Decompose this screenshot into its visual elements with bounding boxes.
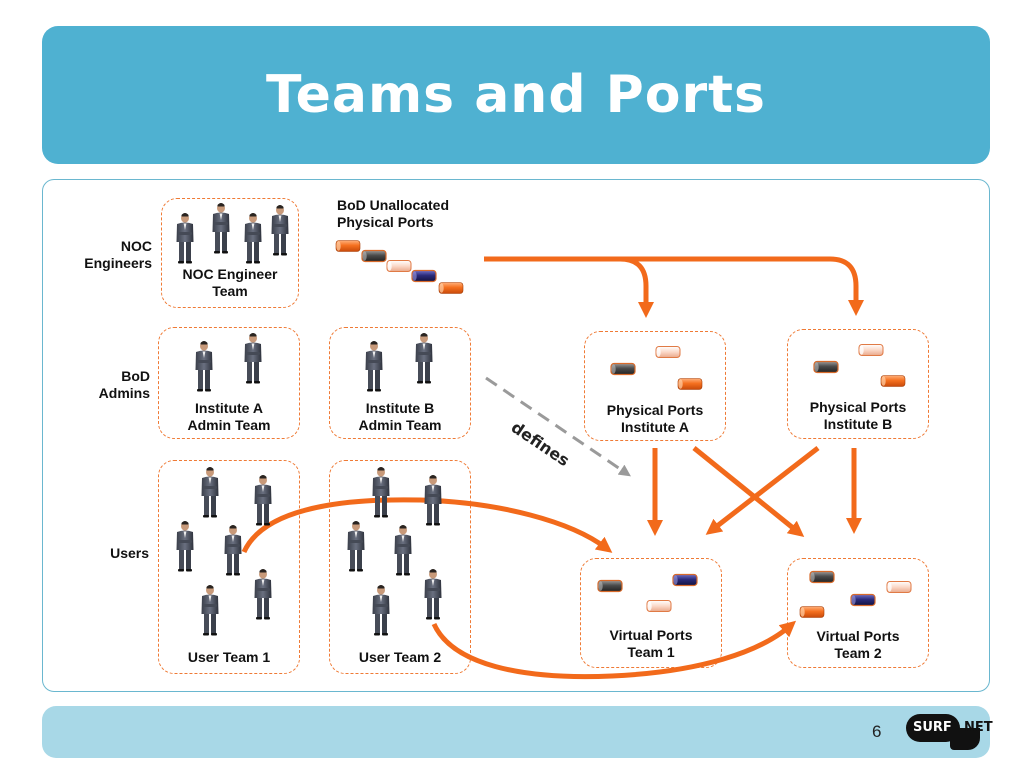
person-in-suit-icon (201, 585, 219, 636)
user-team-2-label: User Team 2 (358, 649, 442, 665)
person-in-suit-icon (394, 525, 412, 576)
port-cylinder-icon (672, 573, 698, 587)
institute-a-admin-team-label: Institute A Admin Team (187, 400, 271, 433)
physical-ports-institute-a-ports (610, 346, 703, 390)
port-cylinder-icon (799, 606, 825, 618)
person-in-suit-icon (365, 341, 383, 392)
user-team-1-label: User Team 1 (187, 649, 271, 665)
port-cylinder-icon (438, 282, 464, 294)
person-in-suit-icon (271, 205, 289, 256)
institute-b-admin-team-label: Institute B Admin Team (358, 400, 442, 433)
person-in-suit-icon (424, 475, 442, 526)
port-cylinder-icon (411, 269, 437, 283)
row-label-noc-engineers: NOC Engineers (84, 238, 152, 271)
port-cylinder-icon (886, 581, 912, 593)
person-in-suit-icon (212, 203, 230, 254)
institute-b-admin-team-box: Institute B Admin Team (329, 327, 471, 439)
phys-a-to-virt-2-arrow (692, 446, 805, 538)
port-cylinder-icon (880, 375, 906, 387)
port-cylinder-icon (813, 360, 839, 374)
defines-dashed-arrow (485, 376, 631, 477)
allocate-to-institute-a-arrow (484, 256, 655, 319)
defines-label: defines (508, 418, 573, 471)
phys-b-to-virt-1-arrow (705, 446, 820, 535)
physical-ports-institute-a-label: Physical Ports Institute A (606, 402, 704, 435)
noc-engineer-team-people (176, 203, 289, 264)
unallocated-ports (335, 240, 464, 294)
person-in-suit-icon (201, 467, 219, 518)
virtual-ports-team-1-ports (597, 573, 698, 612)
person-in-suit-icon (176, 521, 194, 572)
port-cylinder-icon (858, 344, 884, 356)
port-cylinder-icon (597, 579, 623, 593)
person-in-suit-icon (424, 569, 442, 620)
person-in-suit-icon (244, 213, 262, 264)
port-cylinder-icon (610, 362, 636, 376)
row-label-users: Users (110, 545, 149, 561)
port-cylinder-icon (677, 378, 703, 390)
virtual-ports-team-1-label: Virtual Ports Team 1 (609, 627, 693, 660)
title-bar: Teams and Ports (42, 26, 990, 164)
bod-unallocated-physical-ports-label: BoD Unallocated Physical Ports (337, 197, 450, 230)
row-label-bod-admins: BoD Admins (98, 368, 150, 401)
person-in-suit-icon (224, 525, 242, 576)
person-in-suit-icon (244, 333, 262, 384)
port-cylinder-icon (809, 570, 835, 584)
person-in-suit-icon (176, 213, 194, 264)
port-cylinder-icon (335, 240, 361, 252)
person-in-suit-icon (372, 467, 390, 518)
user-team-2-people (347, 467, 442, 636)
person-in-suit-icon (254, 475, 272, 526)
physical-ports-institute-b-label: Physical Ports Institute B (809, 399, 907, 432)
page-number: 6 (872, 722, 882, 741)
physical-ports-institute-b-box: Physical Ports Institute B (787, 329, 929, 439)
person-in-suit-icon (254, 569, 272, 620)
person-in-suit-icon (195, 341, 213, 392)
physical-ports-institute-a-box: Physical Ports Institute A (584, 331, 726, 441)
person-in-suit-icon (415, 333, 433, 384)
noc-engineer-team-label: NOC Engineer Team (182, 266, 278, 299)
logo-text-surf: SURF (913, 720, 952, 735)
person-in-suit-icon (347, 521, 365, 572)
institute-a-admin-team-box: Institute A Admin Team (158, 327, 300, 439)
user-team-2-to-virtual-ports-arrow (431, 620, 797, 680)
virtual-ports-team-1-box: Virtual Ports Team 1 (580, 558, 722, 668)
user-team-1-to-virtual-ports-arrow (241, 497, 613, 554)
surfnet-logo: SURF NET (906, 714, 993, 750)
user-team-1-people (176, 467, 272, 636)
virtual-ports-team-2-ports (799, 570, 912, 618)
port-cylinder-icon (361, 249, 387, 263)
virtual-ports-team-2-label: Virtual Ports Team 2 (816, 628, 900, 661)
logo-text-net: NET (964, 720, 993, 735)
port-cylinder-icon (386, 260, 412, 272)
port-cylinder-icon (850, 593, 876, 607)
institute-b-admin-team-people (365, 333, 433, 392)
slide-title: Teams and Ports (266, 65, 766, 125)
allocate-to-institute-b-arrow (484, 256, 865, 317)
port-cylinder-icon (646, 600, 672, 612)
physical-ports-institute-b-ports (813, 344, 906, 387)
port-cylinder-icon (655, 346, 681, 358)
person-in-suit-icon (372, 585, 390, 636)
institute-a-admin-team-people (195, 333, 262, 392)
footer-bar (42, 706, 990, 758)
